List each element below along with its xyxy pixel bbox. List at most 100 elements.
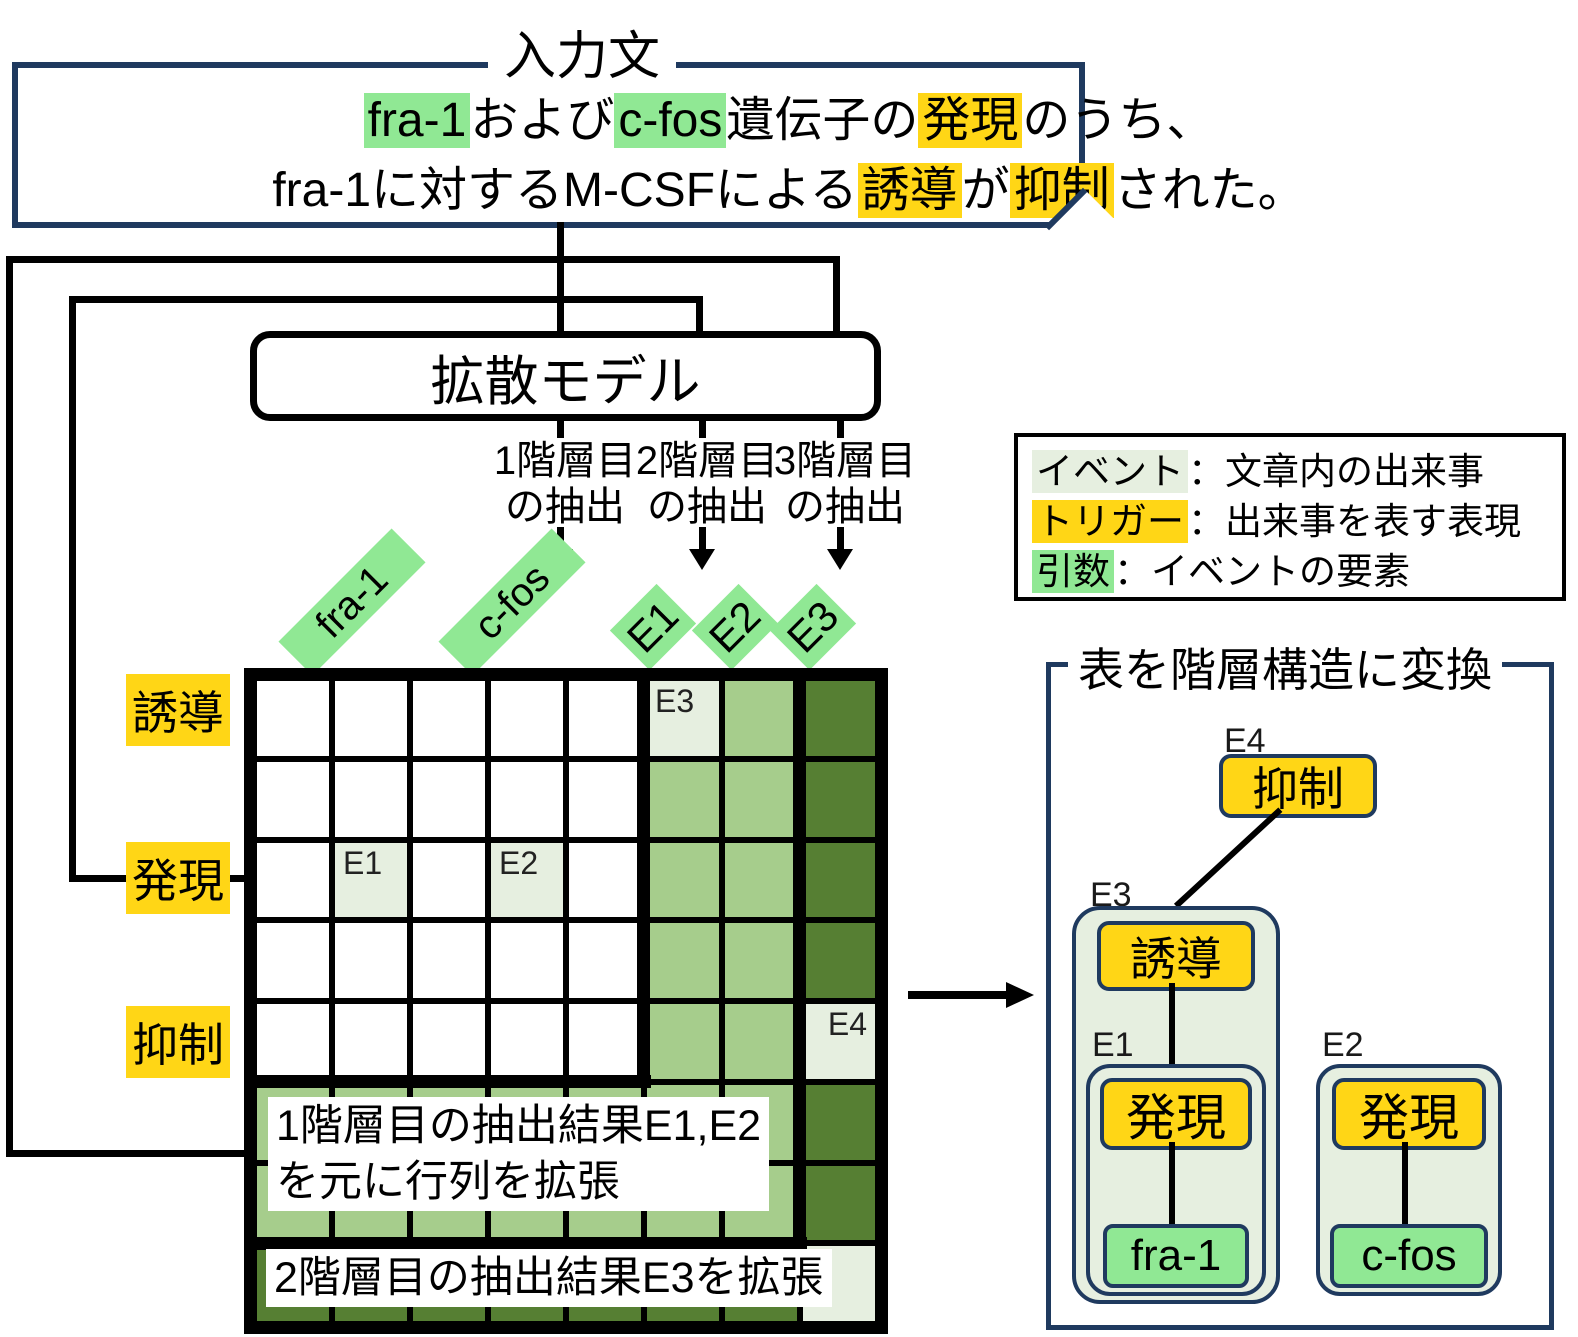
matrix-block-border-7x7 <box>244 1237 807 1250</box>
label-to-matrix-line <box>228 875 250 882</box>
tree-edge-e2-arg <box>1402 1142 1408 1226</box>
event-id-label-e1: E1 <box>1092 1026 1134 1064</box>
tree-edge-e1-arg <box>1169 1142 1175 1226</box>
legend-item-trigger: トリガー：出来事を表す表現 <box>1032 497 1548 547</box>
inner-loop-right-line <box>696 296 703 333</box>
matrix-cell-label: E2 <box>499 844 539 881</box>
column-header-e1: E1 <box>609 583 697 671</box>
matrix-cell <box>569 761 641 837</box>
row-header-hatsugen: 発現 <box>126 842 230 914</box>
diffusion-model-box: 拡散モデル <box>250 331 881 421</box>
down-arrow-icon <box>827 549 853 570</box>
legend-box: イベント：文章内の出来事 トリガー：出来事を表す表現 引数：イベントの要素 <box>1014 433 1566 601</box>
matrix-cell <box>413 681 485 756</box>
matrix-cell <box>803 681 875 756</box>
legend-desc-event: ：文章内の出来事 <box>1188 451 1484 492</box>
inner-loop-to-label-line <box>69 875 126 882</box>
down-arrow-icon <box>699 527 706 550</box>
matrix-cell <box>491 923 563 998</box>
outer-loop-right-line <box>833 256 840 333</box>
input-sentence-line1: fra-1およびc-fos遺伝子の発現のうち、 <box>0 80 1578 150</box>
down-arrow-icon <box>689 549 715 570</box>
input-to-model-line <box>557 222 564 333</box>
matrix-cell-label: E3 <box>655 683 695 719</box>
matrix-cell <box>257 761 329 837</box>
model-output-stub-1 <box>557 421 564 438</box>
matrix-cell <box>335 923 407 998</box>
down-arrow-icon <box>837 527 844 550</box>
legend-desc-argument: ：イベントの要素 <box>1114 551 1410 592</box>
tree-title: 表を階層構造に変換 <box>1068 634 1502 700</box>
matrix-cell <box>725 842 797 918</box>
text-segment: c-fos <box>614 93 727 148</box>
matrix-cell <box>335 681 407 756</box>
matrix-cell: E4 <box>803 1004 875 1079</box>
column-header-e3: E3 <box>769 583 857 671</box>
matrix-cell-label: E1 <box>343 844 383 881</box>
matrix-cell <box>803 761 875 837</box>
row-header-yokusei: 抑制 <box>126 1006 230 1078</box>
text-segment: および <box>470 94 615 147</box>
matrix-cell <box>413 842 485 918</box>
trigger-box-e3: 誘導 <box>1097 921 1255 991</box>
legend-term-argument: 引数 <box>1032 550 1114 593</box>
matrix-cell <box>413 923 485 998</box>
text-segment: が <box>961 164 1010 217</box>
text-segment: fra-1に対するM-CSFによる <box>272 164 858 217</box>
column-header-c-fos: c-fos <box>438 528 586 676</box>
text-segment: 発現 <box>918 93 1023 148</box>
legend-item-event: イベント：文章内の出来事 <box>1032 447 1548 497</box>
legend-term-event: イベント <box>1032 450 1188 493</box>
matrix-note-1: 1階層目の抽出結果E1,E2 を元に行列を拡張 <box>268 1097 770 1211</box>
matrix-cell <box>257 681 329 756</box>
right-arrow-icon <box>908 991 1008 999</box>
model-output-stub-2 <box>699 421 706 438</box>
matrix-cell <box>257 1004 329 1079</box>
matrix-cell <box>569 842 641 918</box>
argument-box-c-fos: c-fos <box>1330 1224 1488 1288</box>
matrix-cell <box>413 1004 485 1079</box>
tree-edge-e3-e1 <box>1169 983 1175 1068</box>
text-segment: 誘導 <box>857 163 962 218</box>
matrix-cell <box>803 923 875 998</box>
matrix-cell <box>725 1004 797 1079</box>
matrix-cell-label: E4 <box>827 1006 867 1042</box>
matrix-cell <box>257 923 329 998</box>
column-header-fra-1: fra-1 <box>278 528 426 676</box>
text-segment: された。 <box>1113 164 1306 217</box>
matrix-cell <box>491 761 563 837</box>
matrix-cell: E1 <box>335 842 407 918</box>
extraction-label-1: 1階層目 の抽出 <box>493 439 637 529</box>
diffusion-model-label: 拡散モデル <box>430 351 701 412</box>
model-output-stub-3 <box>837 421 844 438</box>
matrix-cell <box>491 681 563 756</box>
argument-box-fra-1: fra-1 <box>1103 1224 1249 1288</box>
outer-loop-top-line <box>6 256 840 263</box>
matrix-cell <box>491 1004 563 1079</box>
legend-term-trigger: トリガー <box>1032 500 1188 543</box>
matrix-cell <box>647 761 719 837</box>
matrix-cell <box>803 842 875 918</box>
input-sentence-title: 入力文 <box>488 14 677 89</box>
matrix-cell <box>569 923 641 998</box>
text-segment: 遺伝子の <box>726 94 919 147</box>
trigger-box-e4: 抑制 <box>1219 754 1377 818</box>
matrix-cell <box>725 681 797 756</box>
matrix-cell <box>335 761 407 837</box>
matrix-cell <box>803 1165 875 1241</box>
matrix-block-border-5x5 <box>637 668 650 1088</box>
matrix-block-border-5x5 <box>244 1075 651 1088</box>
trigger-box-e1: 発現 <box>1100 1078 1252 1150</box>
matrix-cell: E2 <box>491 842 563 918</box>
extraction-label-2: 2階層目 の抽出 <box>635 439 779 529</box>
event-id-label-e2: E2 <box>1322 1026 1364 1064</box>
text-segment: fra-1 <box>363 93 471 148</box>
matrix-cell <box>257 842 329 918</box>
matrix-note-2: 2階層目の抽出結果E3を拡張 <box>266 1249 832 1307</box>
matrix-cell <box>647 923 719 998</box>
input-sentence-line2: fra-1に対するM-CSFによる誘導が抑制された。 <box>0 150 1578 220</box>
matrix-cell <box>569 1004 641 1079</box>
legend-desc-trigger: ：出来事を表す表現 <box>1188 501 1521 542</box>
extraction-label-3: 3階層目 の抽出 <box>773 439 917 529</box>
